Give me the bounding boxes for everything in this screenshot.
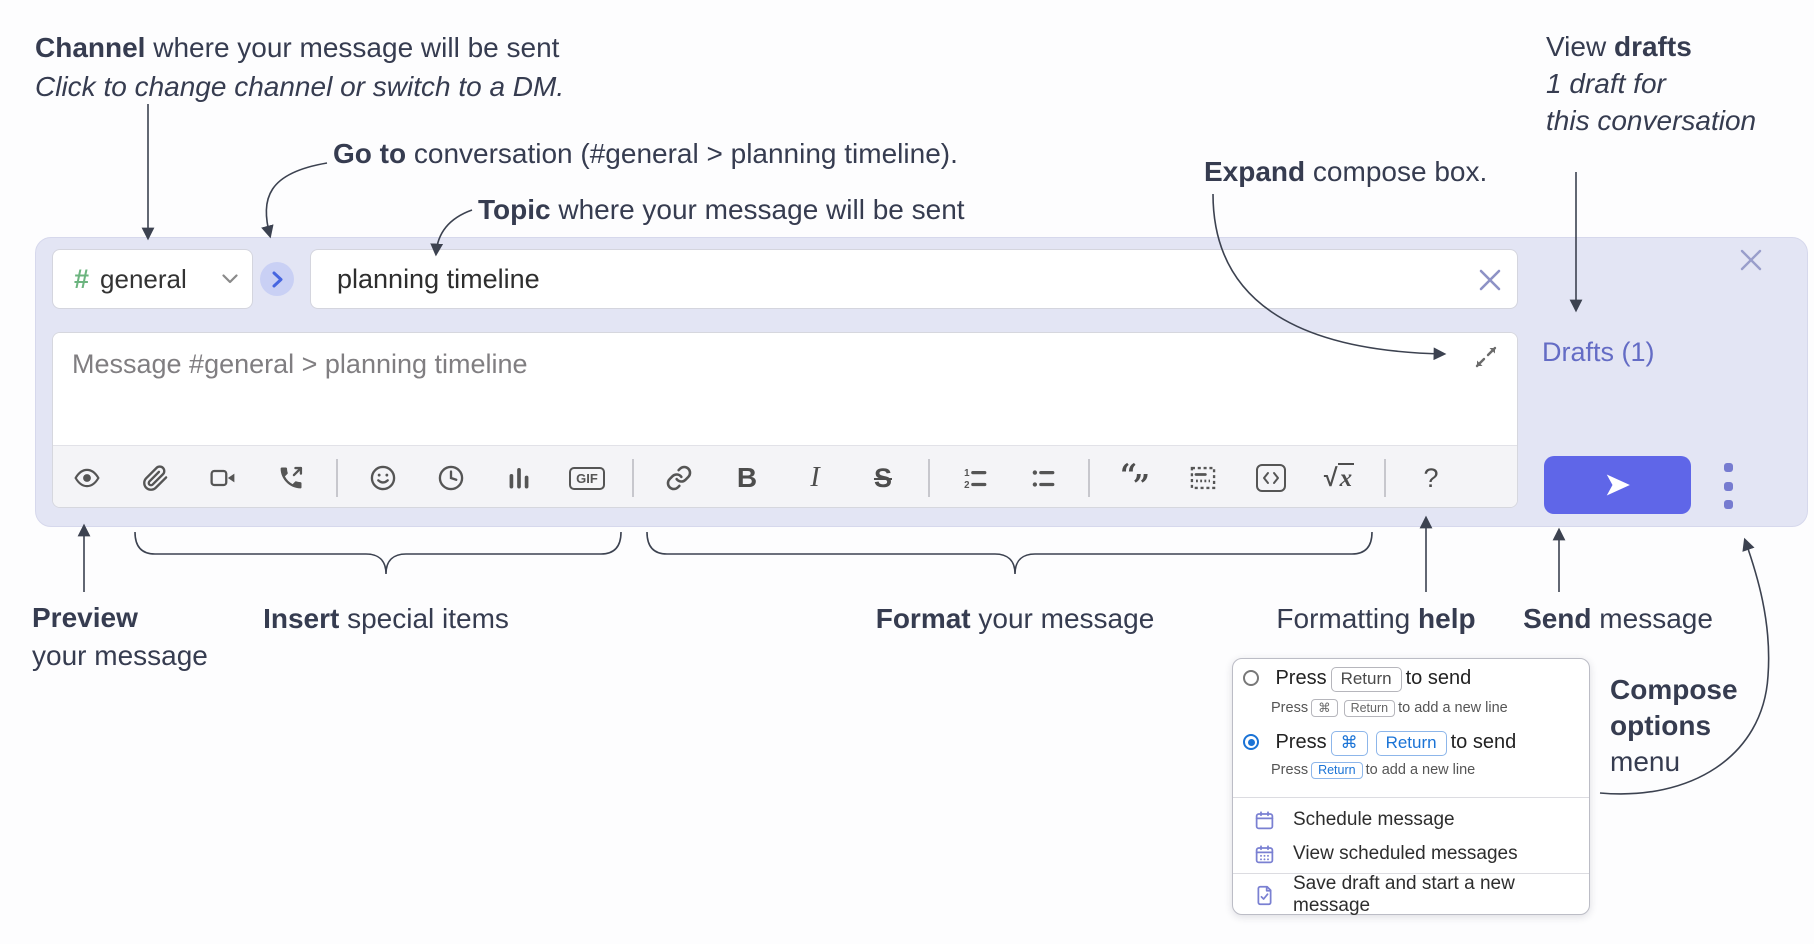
- channel-name: general: [100, 263, 187, 294]
- radio-selected-icon[interactable]: [1243, 734, 1259, 750]
- drafts-link[interactable]: Drafts (1): [1542, 337, 1655, 367]
- compose-toolbar: GIF B I S: [53, 445, 1517, 507]
- calendar-grid-icon: [1254, 844, 1275, 865]
- send-icon: [1606, 474, 1630, 496]
- cmd-key: ⌘: [1330, 731, 1368, 756]
- toolbar-divider: [621, 446, 645, 507]
- bulleted-list-button[interactable]: [1009, 446, 1077, 507]
- expand-compose-icon[interactable]: [1473, 344, 1499, 370]
- message-input[interactable]: [53, 333, 1517, 444]
- topic-annotation: Topic where your message will be sent: [478, 194, 965, 225]
- calendar-icon: [1254, 810, 1275, 831]
- go-to-conversation-button[interactable]: [260, 262, 294, 296]
- quote-button[interactable]: “”: [1120, 458, 1150, 504]
- menu-item-save-draft-new-message[interactable]: Save draft and start a new message: [1233, 873, 1589, 916]
- return-key: Return: [1375, 731, 1447, 756]
- channel-hash-icon: #: [74, 263, 90, 294]
- svg-text:1: 1: [964, 468, 970, 479]
- channel-selector[interactable]: # general: [52, 249, 253, 309]
- close-compose-icon[interactable]: [1737, 246, 1765, 274]
- radio-unselected-icon[interactable]: [1243, 670, 1259, 686]
- preview-button[interactable]: [53, 446, 121, 507]
- save-draft-icon: [1254, 885, 1275, 906]
- menu-divider: [1233, 797, 1589, 798]
- numbered-list-button[interactable]: 1 2: [941, 446, 1009, 507]
- topic-field: [310, 249, 1518, 309]
- topic-clear-icon[interactable]: [1477, 267, 1503, 293]
- menu-item-view-scheduled-messages[interactable]: View scheduled messages: [1233, 840, 1589, 868]
- math-button[interactable]: √x: [1323, 462, 1355, 492]
- preview-annotation: Preview your message: [32, 602, 208, 671]
- return-key: Return: [1343, 700, 1396, 717]
- topic-input[interactable]: [311, 250, 1517, 308]
- bold-button[interactable]: B: [736, 462, 758, 493]
- toolbar-divider: [325, 446, 349, 507]
- schedule-time-button[interactable]: [417, 446, 485, 507]
- compose-options-annotation: Compose options menu: [1610, 674, 1738, 777]
- link-button[interactable]: [645, 446, 713, 507]
- toolbar-divider: [1077, 446, 1101, 507]
- italic-button[interactable]: I: [810, 462, 820, 493]
- poll-button[interactable]: [485, 446, 553, 507]
- menu-item-schedule-message[interactable]: Schedule message: [1233, 806, 1589, 834]
- goto-annotation: Go to conversation (#general > planning …: [333, 138, 958, 169]
- video-call-button[interactable]: [189, 446, 257, 507]
- spoiler-button[interactable]: [1169, 446, 1237, 507]
- toolbar-divider: [917, 446, 941, 507]
- send-button[interactable]: [1544, 456, 1691, 514]
- insert-annotation: Insert special items: [263, 603, 509, 634]
- cmd-key: ⌘: [1311, 699, 1338, 717]
- compose-box: # general Drafts (1): [35, 237, 1808, 527]
- chevron-down-icon: [222, 274, 238, 284]
- chevron-right-icon: [272, 271, 282, 287]
- message-formatting-help-button[interactable]: ?: [1423, 462, 1439, 493]
- strikethrough-button[interactable]: S: [873, 462, 892, 493]
- toolbar-divider: [1373, 446, 1397, 507]
- attach-file-button[interactable]: [121, 446, 189, 507]
- format-annotation: Format your message: [875, 603, 1155, 634]
- gif-button[interactable]: GIF: [553, 446, 621, 507]
- emoji-button[interactable]: [349, 446, 417, 507]
- return-key: Return: [1330, 667, 1402, 692]
- formatting-help-annotation: Formatting help: [1276, 603, 1476, 634]
- expand-annotation: Expand compose box.: [1204, 156, 1488, 187]
- return-key: Return: [1311, 762, 1363, 779]
- code-button[interactable]: [1237, 446, 1305, 507]
- svg-text:2: 2: [964, 480, 970, 491]
- send-annotation: Send message: [1523, 603, 1713, 634]
- view-drafts-annotation: View drafts 1 draft for this conversatio…: [1546, 31, 1757, 136]
- compose-options-menu-button[interactable]: [1714, 463, 1742, 509]
- audio-call-button[interactable]: [257, 446, 325, 507]
- channel-annotation: Channel where your message will be sent …: [35, 32, 565, 102]
- menu-divider: [1233, 873, 1589, 874]
- message-editor: GIF B I S: [52, 332, 1518, 508]
